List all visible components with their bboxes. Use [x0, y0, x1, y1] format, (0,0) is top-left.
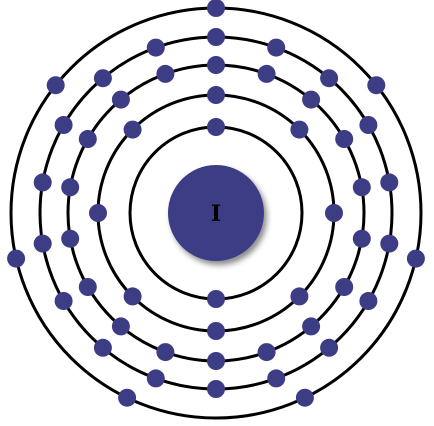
electron: [295, 388, 314, 407]
electron: [290, 120, 309, 139]
nucleus: I: [168, 165, 264, 261]
nucleus-circle: [168, 165, 264, 261]
electron: [207, 118, 225, 136]
electron: [46, 76, 65, 95]
electron: [146, 369, 165, 388]
electron: [302, 317, 321, 336]
electron: [61, 178, 80, 197]
electron: [111, 317, 130, 336]
electron: [207, 290, 225, 308]
electron: [78, 278, 97, 296]
electron: [7, 249, 26, 268]
electron: [380, 173, 399, 192]
electron: [207, 0, 225, 17]
electron: [207, 86, 225, 104]
electron: [359, 292, 378, 310]
electron: [156, 64, 175, 83]
electron: [93, 69, 112, 88]
electron: [352, 178, 371, 197]
electron: [359, 116, 378, 134]
electron: [207, 56, 225, 74]
electron: [207, 322, 225, 340]
electron: [267, 38, 286, 57]
electron: [111, 90, 130, 109]
electron: [93, 338, 112, 357]
electron: [123, 287, 142, 306]
electron: [207, 352, 225, 370]
electron: [89, 204, 107, 222]
electron: [33, 173, 52, 192]
electron: [78, 130, 97, 148]
electron: [320, 69, 339, 88]
electron: [207, 380, 225, 398]
electron: [335, 278, 354, 296]
electron: [123, 120, 142, 139]
electron: [325, 204, 343, 222]
electron: [33, 234, 52, 253]
electron: [320, 338, 339, 357]
electron: [54, 116, 73, 134]
electron: [302, 90, 321, 109]
electron: [367, 76, 386, 95]
electron: [406, 249, 425, 268]
electron: [257, 343, 276, 362]
electron: [352, 229, 371, 248]
electron: [257, 64, 276, 83]
electron: [61, 229, 80, 248]
electron: [54, 292, 73, 310]
electron: [380, 234, 399, 253]
electrons-layer: [7, 0, 425, 407]
electron: [118, 388, 137, 407]
electron: [267, 369, 286, 388]
electron: [146, 38, 165, 57]
element-symbol: I: [211, 201, 221, 227]
electron: [207, 28, 225, 46]
electron: [335, 130, 354, 148]
electron: [290, 287, 309, 306]
electron: [156, 343, 175, 362]
